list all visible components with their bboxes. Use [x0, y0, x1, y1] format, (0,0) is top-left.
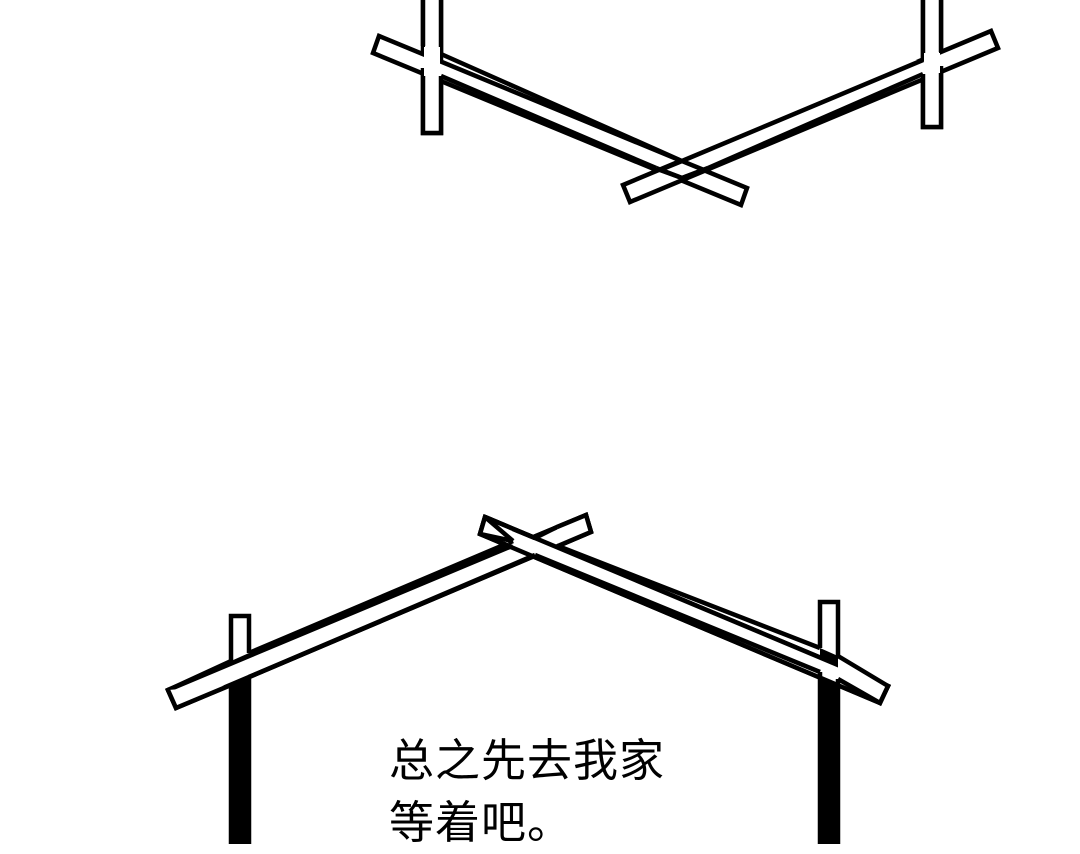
caption-line-2: 等着吧。	[389, 796, 574, 849]
caption-line-1: 总之先去我家	[389, 734, 666, 787]
speech-caption: 总之先去我家 等着吧。	[389, 730, 709, 854]
